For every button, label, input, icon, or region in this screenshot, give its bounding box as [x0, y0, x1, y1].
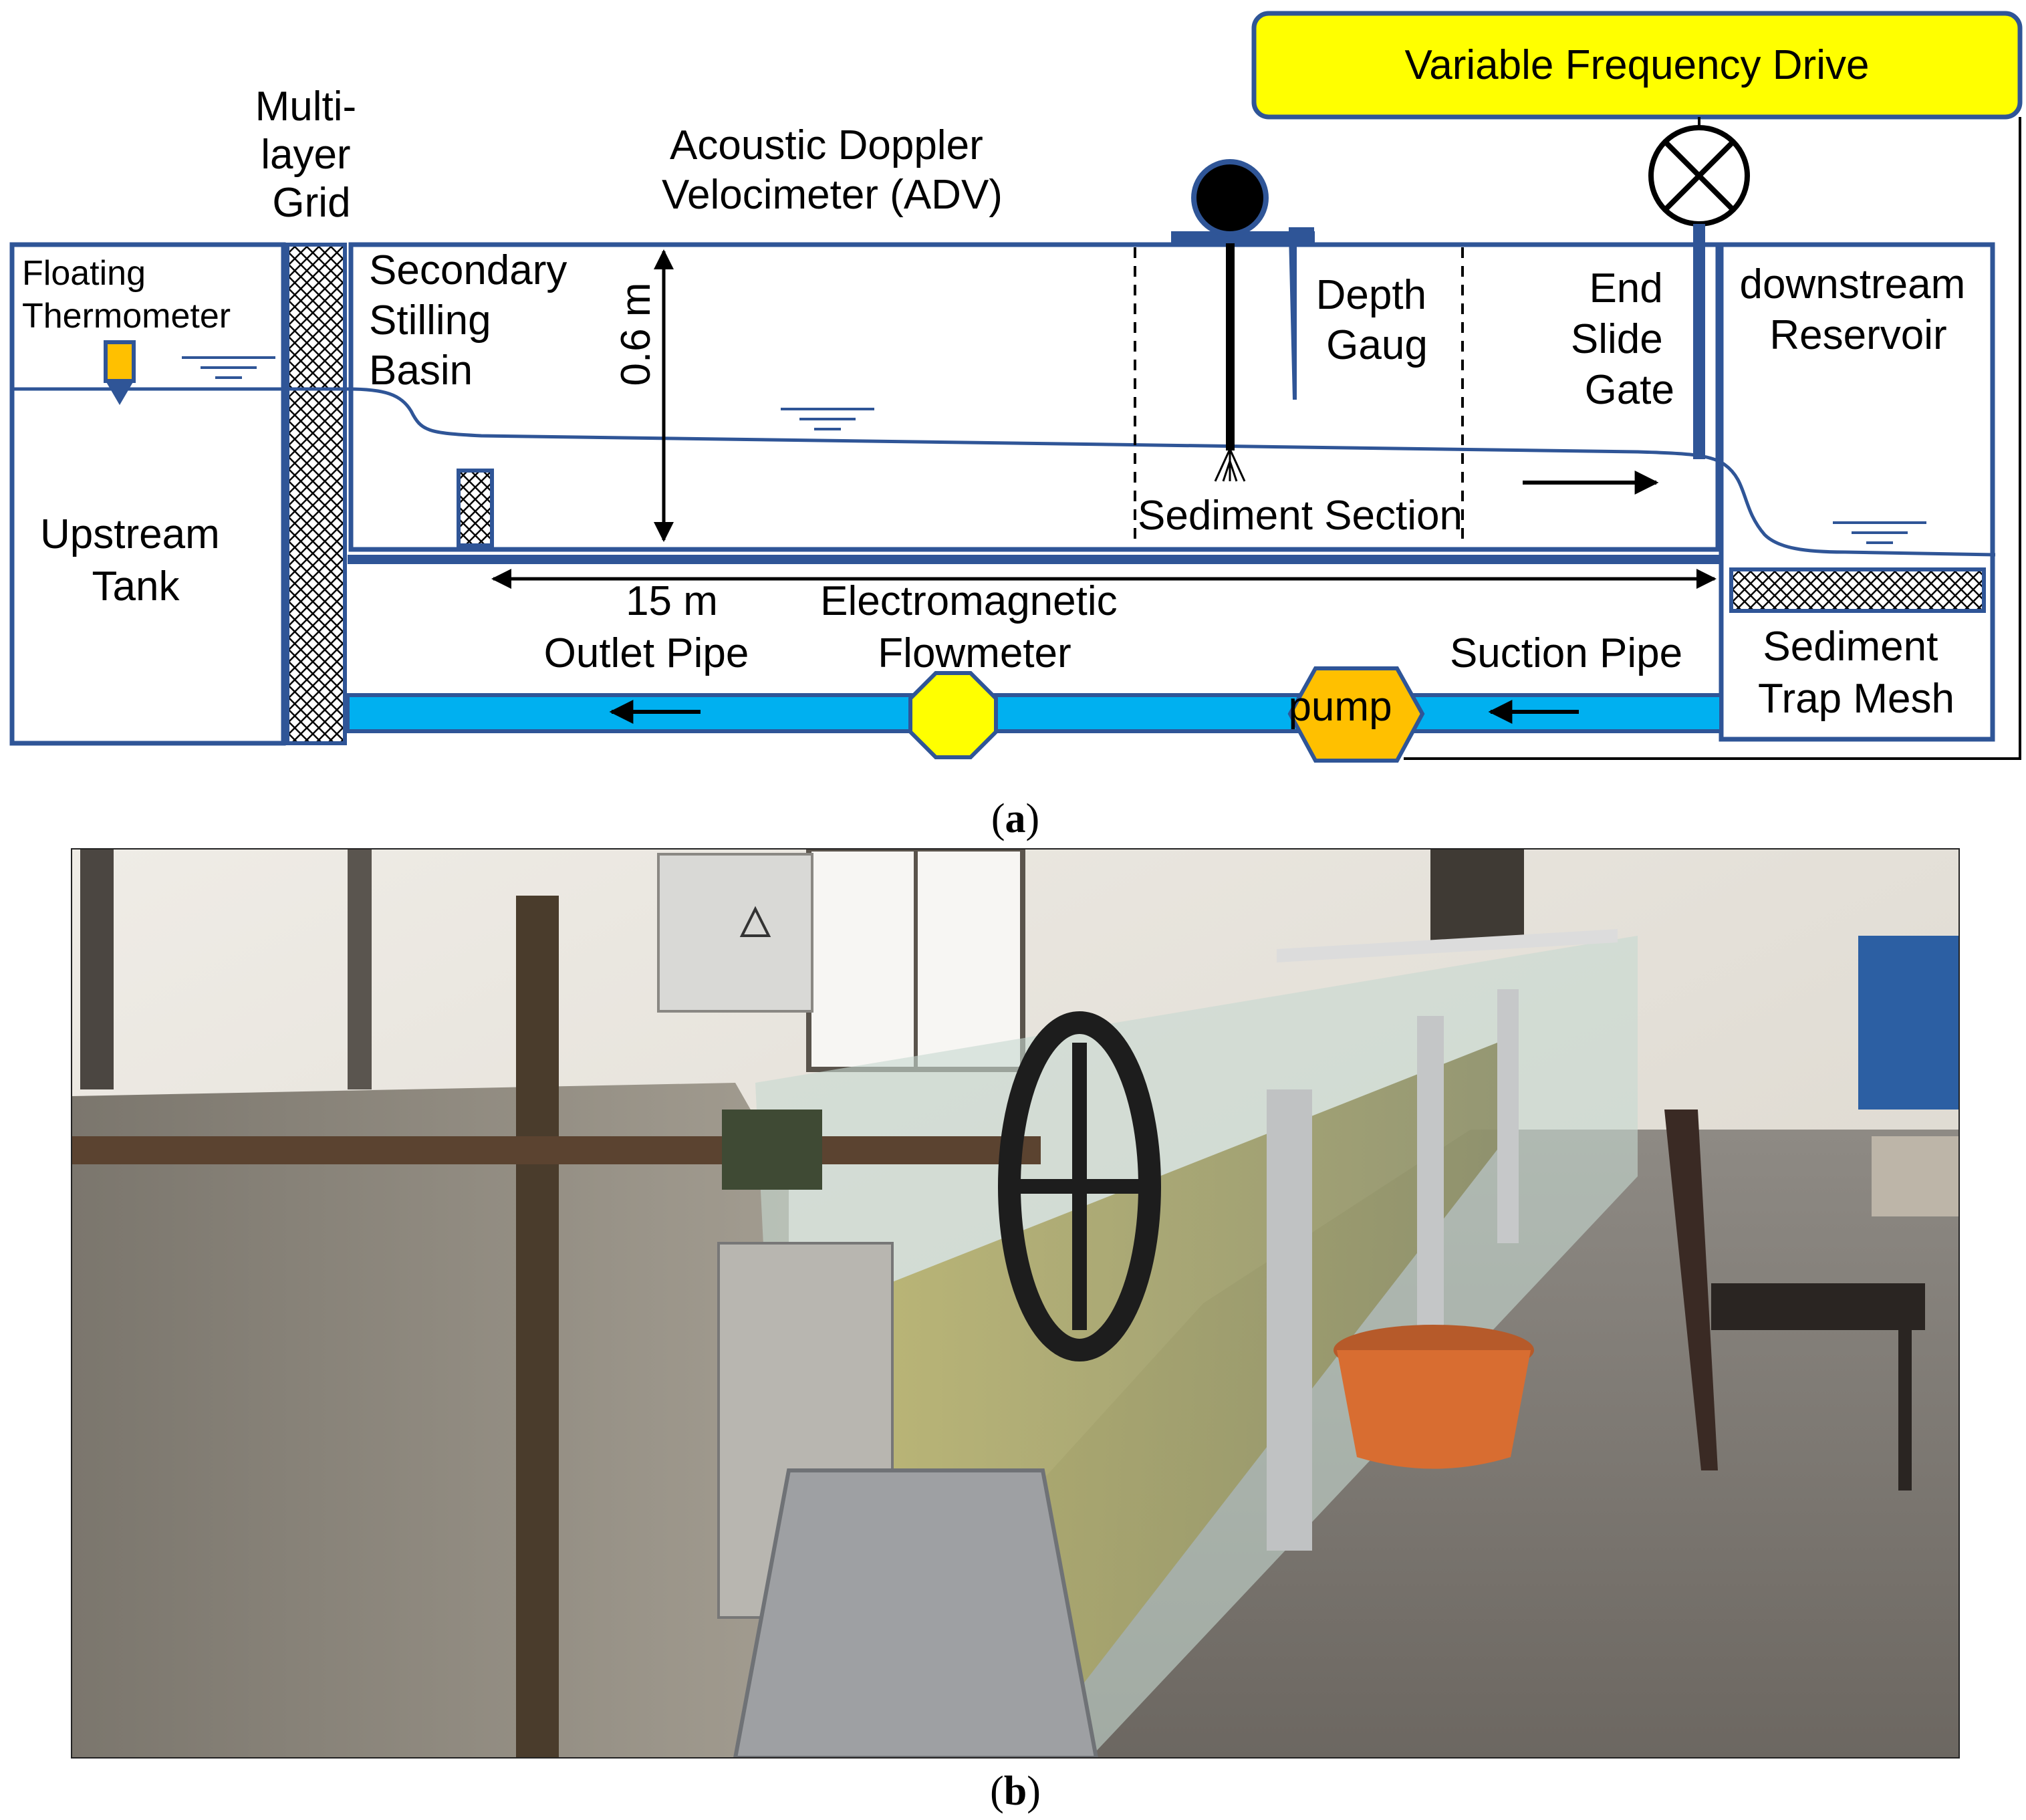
- stilling-basin-block: [457, 469, 494, 547]
- upstream-tank: [9, 242, 286, 746]
- depth-gauge-icon: [1289, 227, 1314, 400]
- adv-probe: [1171, 159, 1315, 482]
- water-level-icon: [781, 408, 874, 430]
- pump-icon: pump: [1287, 666, 1425, 763]
- thermometer-icon: [104, 340, 136, 405]
- flume-bed: [348, 555, 1721, 564]
- flume-channel: [348, 242, 1721, 552]
- sediment-trap-mesh: [1729, 567, 1986, 613]
- gate-motor-icon: [1648, 125, 1750, 227]
- outlet-pipe-label: Outlet Pipe: [544, 630, 749, 676]
- variable-frequency-drive: Variable Frequency Drive: [1251, 11, 2023, 120]
- caption-b: (b): [990, 1769, 1041, 1814]
- thermometer-label: Floating Thermometer: [22, 254, 231, 336]
- reservoir-label: downstream Reservoir: [1740, 261, 1977, 358]
- flowmeter-icon: [908, 671, 998, 759]
- schematic-panel: Variable Frequency Drive: [9, 11, 2023, 763]
- end-slide-gate: [1693, 224, 1705, 459]
- grid-label: Multi- layer Grid: [255, 84, 368, 226]
- multi-layer-grid: [285, 243, 347, 745]
- gate-label: End Slide Gate: [1571, 265, 1674, 413]
- depth-gauge-label: Depth Gaug: [1316, 272, 1438, 368]
- stilling-basin-label: Secondary Stilling Basin: [369, 247, 579, 394]
- sediment-section-label: Sediment Section: [1138, 493, 1463, 539]
- caption-a: (a): [991, 796, 1039, 841]
- downstream-reservoir: [1719, 242, 1995, 742]
- suction-pipe-label: Suction Pipe: [1450, 630, 1682, 676]
- flowmeter-label: Electromagnetic Flowmeter: [820, 578, 1129, 676]
- length-label: 15 m: [626, 578, 718, 624]
- pump-label: pump: [1288, 684, 1392, 730]
- upstream-tank-label: Upstream Tank: [40, 511, 231, 610]
- sediment-trap-label: Sediment Trap Mesh: [1758, 624, 1954, 722]
- flume-photo: [71, 848, 1960, 1759]
- vfd-label: Variable Frequency Drive: [1405, 42, 1870, 88]
- height-label: 0.6 m: [613, 282, 659, 386]
- adv-label: Acoustic Doppler Velocimeter (ADV): [662, 122, 1003, 218]
- water-level-icon: [1833, 521, 1926, 544]
- vfd-wire: [1404, 117, 2021, 760]
- water-level-icon: [182, 356, 275, 379]
